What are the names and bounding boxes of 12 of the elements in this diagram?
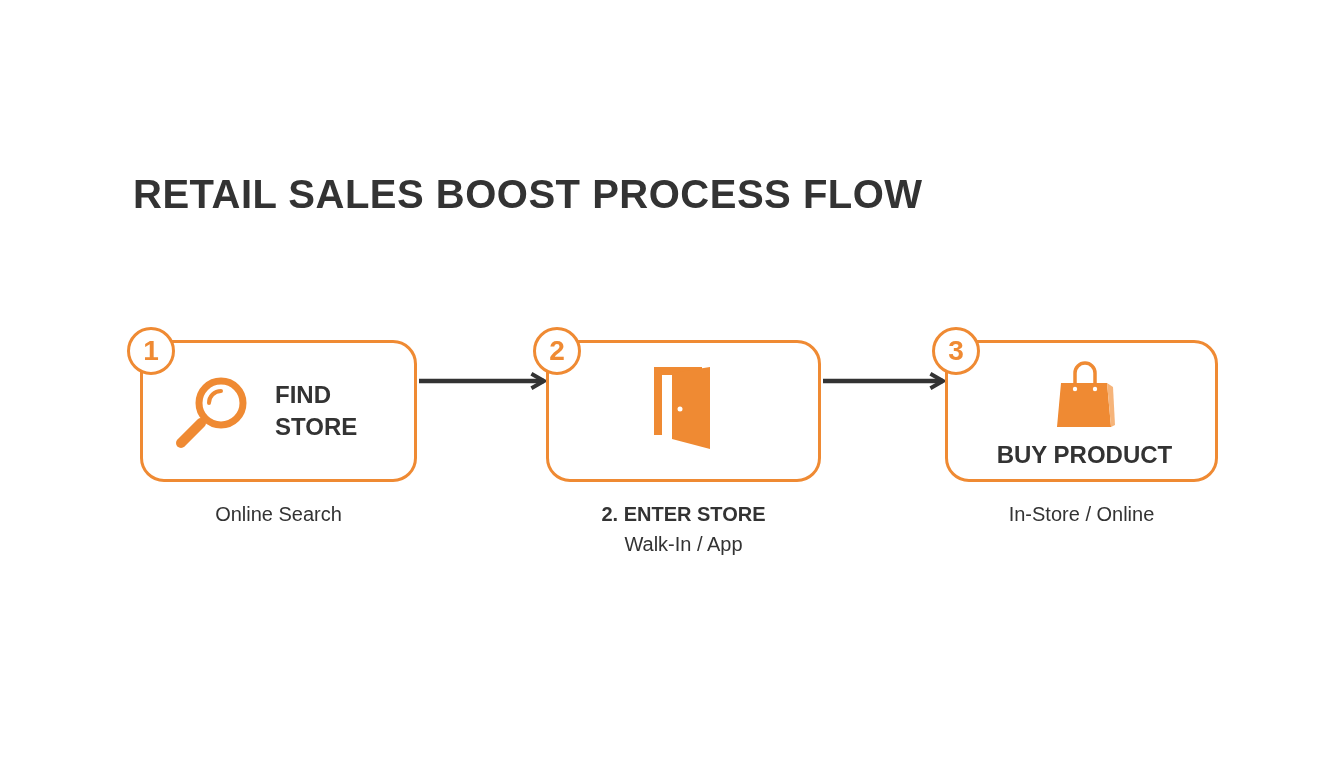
diagram-title: RETAIL SALES BOOST PROCESS FLOW [133,172,923,217]
step-label: BUY PRODUCT [995,440,1174,470]
step-label: FIND STORE [275,380,359,442]
step-caption: Walk-In / App [623,533,744,556]
step-caption: Online Search [214,503,343,526]
arrow [823,371,945,391]
step-number-badge: 1 [127,327,175,375]
step-title: 2. ENTER STORE [600,503,767,526]
step-number-badge: 3 [932,327,980,375]
step-number-badge: 2 [533,327,581,375]
step-caption: In-Store / Online [1007,503,1156,526]
arrow [419,371,546,391]
